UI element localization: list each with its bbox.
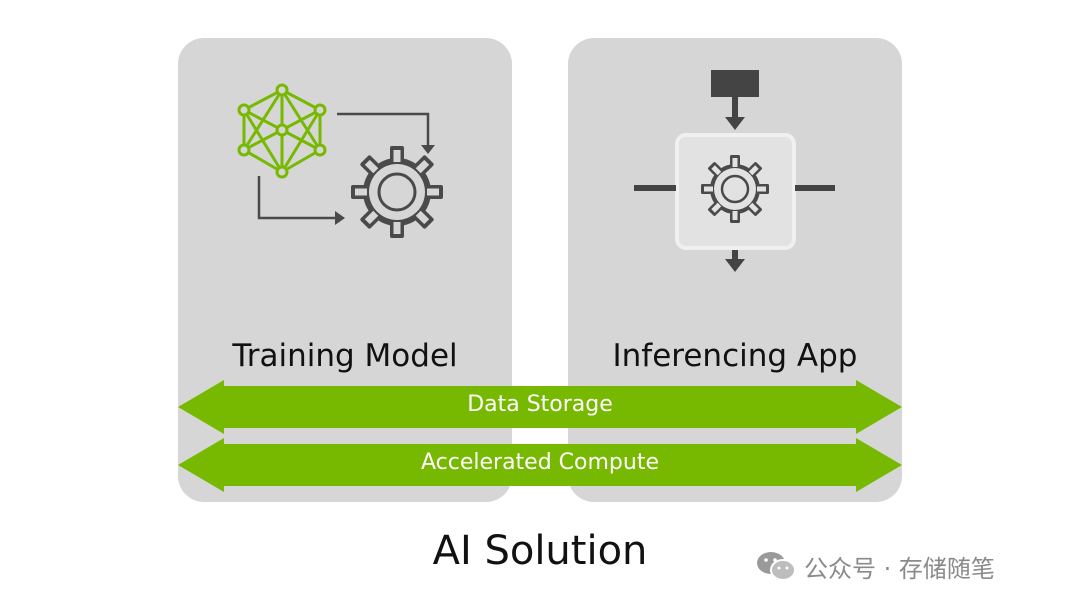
gear-icon	[351, 146, 443, 238]
watermark: 公众号 · 存储随笔	[756, 548, 995, 584]
left-connector	[634, 185, 676, 191]
data-storage-band	[178, 380, 902, 434]
inferencing-app-title: Inferencing App	[612, 338, 858, 374]
input-block	[711, 70, 759, 97]
arrowhead-down-icon	[421, 145, 435, 154]
accelerated-compute-band	[178, 438, 902, 492]
right-connector	[795, 185, 835, 191]
training-model-title: Training Model	[232, 338, 458, 374]
input-arrow-icon	[725, 97, 745, 130]
watermark-text: 公众号 · 存储随笔	[804, 554, 995, 583]
main-title: AI Solution	[432, 528, 648, 574]
arrowhead-right-icon	[335, 211, 345, 225]
accelerated-compute-label: Accelerated Compute	[420, 450, 659, 475]
neural-network-icon	[237, 83, 327, 179]
training-flow-arrows	[257, 112, 430, 220]
gear-icon	[701, 155, 769, 223]
data-storage-label: Data Storage	[467, 392, 613, 417]
output-arrow-icon	[725, 250, 745, 272]
wechat-icon	[757, 552, 796, 581]
